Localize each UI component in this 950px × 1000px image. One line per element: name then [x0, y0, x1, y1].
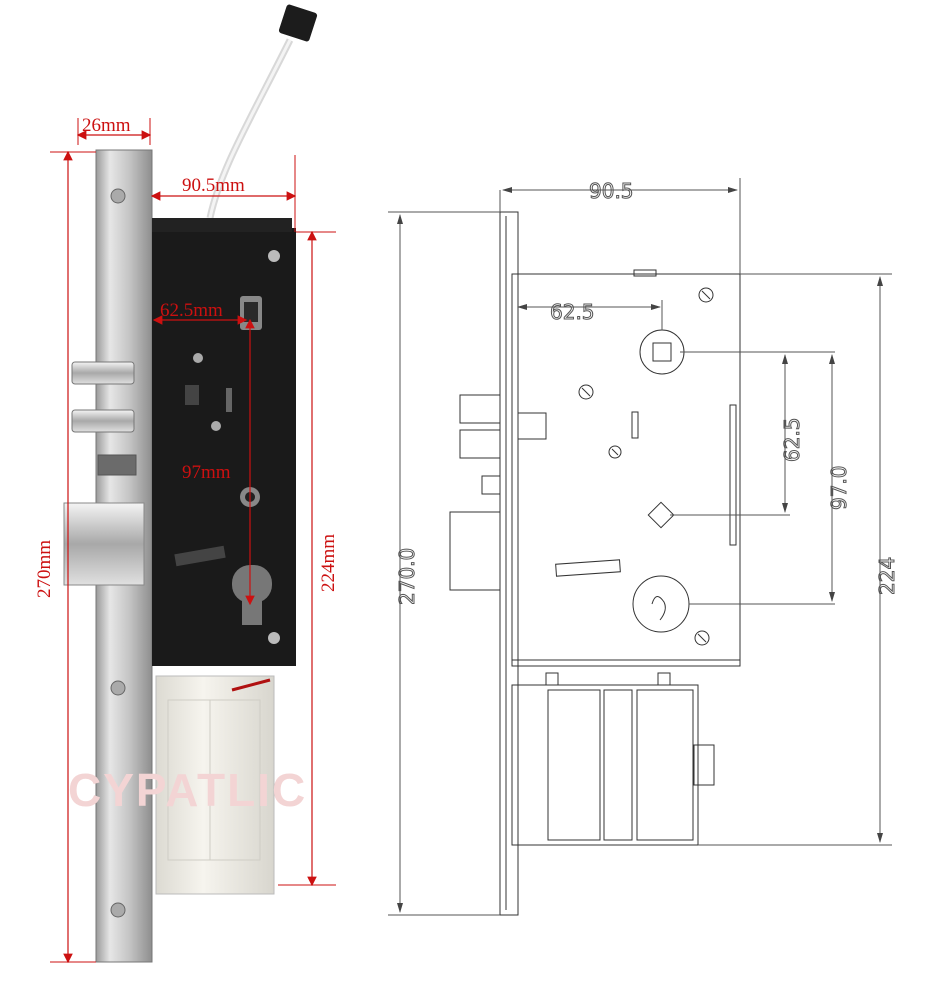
photo-dimensions: 26mm 90.5mm 62.5mm 97mm 270mm 224mm: [34, 115, 339, 964]
cad-latch: [459, 394, 501, 424]
cad-faceplate: [499, 211, 519, 916]
lock-cad-drawing: 90.5 62.5 62.5 97.0 270.0 224: [388, 178, 900, 916]
body-depth-label: 90.5mm: [182, 175, 245, 196]
cad-battery-box: [511, 672, 715, 846]
cad-faceplate-height-label: 270.0: [395, 548, 419, 605]
faceplate-height-label: 270mm: [34, 540, 55, 598]
cad-body-height-label: 224: [875, 557, 899, 595]
cable-connector: [278, 4, 318, 42]
cad-handle-spacing-label: 62.5: [780, 417, 804, 462]
cylinder-offset-label: 62.5mm: [160, 300, 223, 321]
body-height-label: 224mm: [318, 534, 339, 592]
cad-screws: [578, 287, 714, 646]
cad-cylinder-spacing-label: 97.0: [827, 465, 851, 510]
cad-spindle-lower: [647, 501, 675, 529]
deadbolt: [63, 502, 145, 586]
latch-lower: [71, 409, 135, 433]
handle-spacing-label: 97mm: [182, 462, 231, 483]
cad-backset-label: 62.5: [550, 300, 595, 324]
cad-body: [511, 273, 741, 667]
watermark: CYPATLIC: [68, 764, 307, 816]
cad-body-depth-label: 90.5: [589, 179, 634, 203]
lock-body: [152, 228, 296, 666]
cad-dimensions: 90.5 62.5 62.5 97.0 270.0 224: [388, 178, 900, 916]
latch-upper: [71, 361, 135, 385]
cad-deadbolt: [449, 511, 501, 591]
cad-spindle-upper: [639, 329, 685, 375]
faceplate-width-label: 26mm: [82, 115, 131, 136]
lock-photo: CYPATLIC 26mm 90.5mm 62.5mm 97mm 270mm: [34, 4, 339, 964]
cad-cylinder: [632, 575, 690, 633]
battery-box: [155, 675, 275, 895]
